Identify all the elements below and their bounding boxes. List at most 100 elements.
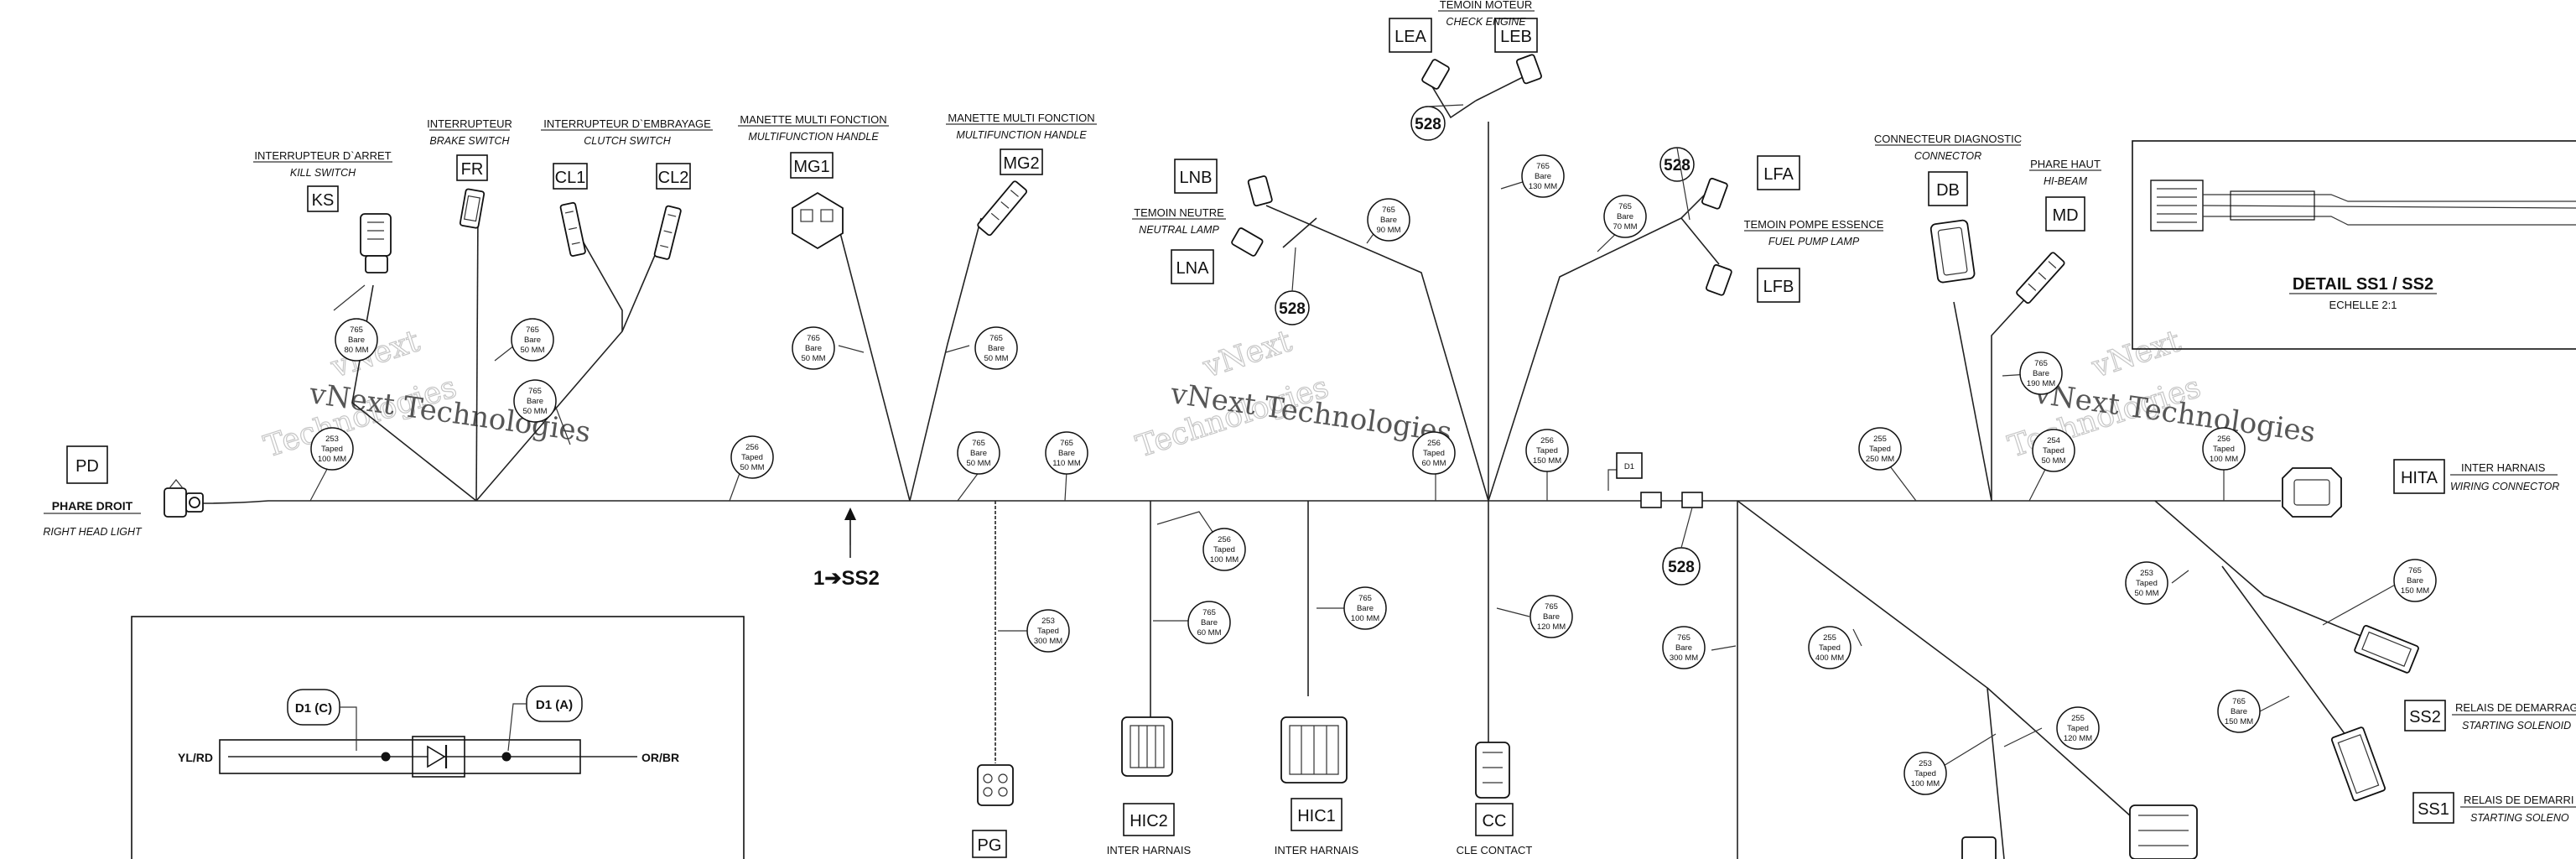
svg-text:765: 765 bbox=[528, 387, 542, 396]
callout-bubble: 256 Taped 60 MM bbox=[1412, 431, 1456, 475]
label-cl-en: CLUTCH SWITCH bbox=[584, 135, 671, 147]
svg-text:765: 765 bbox=[526, 325, 539, 335]
svg-text:255: 255 bbox=[1823, 633, 1836, 643]
label-temoin-moteur-fr: TEMOIN MOTEUR bbox=[1440, 0, 1533, 11]
svg-text:150 MM: 150 MM bbox=[2225, 717, 2253, 726]
label-fr-en: BRAKE SWITCH bbox=[429, 135, 510, 147]
svg-text:Bare: Bare bbox=[2407, 576, 2423, 586]
code-pd: PD bbox=[75, 457, 99, 476]
svg-text:Taped: Taped bbox=[1037, 627, 1059, 636]
svg-text:Bare: Bare bbox=[524, 336, 541, 345]
svg-text:Bare: Bare bbox=[1380, 216, 1397, 225]
code-ss1: SS1 bbox=[2418, 800, 2449, 819]
svg-text:256: 256 bbox=[1540, 436, 1554, 445]
svg-text:50 MM: 50 MM bbox=[801, 354, 825, 363]
svg-text:Taped: Taped bbox=[2043, 446, 2064, 456]
callout-bubble: 765 Bare 100 MM bbox=[1343, 586, 1387, 630]
label-mg2-en: MULTIFUNCTION HANDLE bbox=[956, 129, 1087, 141]
svg-text:130 MM: 130 MM bbox=[1529, 182, 1557, 191]
label-temoin-neutre-en: NEUTRAL LAMP bbox=[1139, 224, 1219, 236]
diode-wire-left: YL/RD bbox=[178, 751, 213, 764]
svg-text:300 MM: 300 MM bbox=[1670, 653, 1698, 663]
connector-hic1 bbox=[1280, 716, 1348, 784]
connector-md bbox=[2016, 252, 2065, 305]
label-db-en: CONNECTOR bbox=[1914, 150, 1981, 162]
label-temoin-moteur-en: CHECK ENGINE bbox=[1446, 16, 1526, 28]
svg-text:Taped: Taped bbox=[1213, 545, 1235, 554]
svg-text:253: 253 bbox=[1041, 617, 1055, 626]
label-fr-fr: INTERRUPTEUR bbox=[427, 117, 512, 130]
code-mg2: MG2 bbox=[1003, 154, 1039, 173]
callout-bubble: 255 Taped 400 MM bbox=[1808, 626, 1852, 669]
callout-bubble: 765 Bare 50 MM bbox=[957, 431, 1000, 475]
svg-text:765: 765 bbox=[350, 325, 363, 335]
svg-text:80 MM: 80 MM bbox=[344, 346, 368, 355]
svg-text:Taped: Taped bbox=[2136, 579, 2158, 588]
callout-bubble: 765 Bare 120 MM bbox=[1530, 595, 1573, 638]
connector-lna bbox=[1231, 227, 1264, 257]
svg-text:253: 253 bbox=[1919, 759, 1932, 768]
connector-leb bbox=[1515, 54, 1542, 85]
connector-lfb bbox=[1706, 263, 1732, 296]
svg-text:250 MM: 250 MM bbox=[1866, 455, 1894, 464]
callout-bubble: 255 Taped 120 MM bbox=[2056, 706, 2100, 750]
svg-text:765: 765 bbox=[2034, 359, 2048, 368]
svg-text:256: 256 bbox=[1218, 535, 1231, 544]
svg-text:253: 253 bbox=[325, 435, 339, 444]
callout-bubble: 765 Bare 130 MM bbox=[1521, 154, 1565, 198]
connector-ks bbox=[360, 213, 392, 273]
callout-bubble: 765 Bare 60 MM bbox=[1187, 601, 1231, 644]
svg-text:254: 254 bbox=[2047, 436, 2060, 445]
svg-text:Bare: Bare bbox=[1535, 172, 1551, 181]
callout-bubble: 254 Taped 50 MM bbox=[2032, 429, 2075, 472]
label-md-en: HI-BEAM bbox=[2044, 175, 2088, 187]
svg-text:256: 256 bbox=[745, 443, 759, 452]
label-db-fr: CONNECTEUR DIAGNOSTIC bbox=[1874, 133, 2022, 145]
detail-title: DETAIL SS1 / SS2 bbox=[2293, 275, 2433, 294]
svg-text:Taped: Taped bbox=[1536, 446, 1558, 456]
label-pd-fr: PHARE DROIT bbox=[52, 499, 133, 513]
callout-bubble: 765 Bare 50 MM bbox=[792, 326, 835, 370]
svg-text:Bare: Bare bbox=[970, 449, 987, 458]
connector-cl1 bbox=[559, 201, 586, 257]
callout-bubble: 256 Taped 100 MM bbox=[1202, 528, 1246, 571]
label-hic2-fr: INTER HARNAIS bbox=[1107, 844, 1192, 856]
connector-ss1 bbox=[2330, 726, 2386, 802]
svg-text:765: 765 bbox=[1618, 202, 1632, 211]
connector-db bbox=[1929, 219, 1976, 284]
callout-bubble: 765 Bare 50 MM bbox=[513, 379, 557, 423]
svg-text:50 MM: 50 MM bbox=[2134, 589, 2158, 598]
code-lfb: LFB bbox=[1763, 278, 1794, 296]
svg-text:765: 765 bbox=[1202, 608, 1216, 617]
callout-bubble: 253 Taped 100 MM bbox=[1903, 752, 1947, 795]
svg-text:765: 765 bbox=[1358, 594, 1372, 603]
connector-pd bbox=[164, 479, 204, 518]
svg-text:Bare: Bare bbox=[1543, 612, 1560, 622]
connector-pg bbox=[977, 764, 1014, 806]
svg-text:100 MM: 100 MM bbox=[318, 455, 346, 464]
svg-text:Bare: Bare bbox=[1675, 643, 1692, 653]
svg-text:Taped: Taped bbox=[741, 453, 763, 462]
svg-text:765: 765 bbox=[2408, 566, 2422, 575]
code-boxes: PD KS FR CL1 CL2 MG1 MG2 LEA LEB LNB LNA… bbox=[66, 18, 2454, 858]
code-hic1: HIC1 bbox=[1297, 807, 1336, 825]
connector-bottom-partial bbox=[2129, 804, 2198, 859]
connectors bbox=[164, 54, 2419, 859]
svg-text:255: 255 bbox=[2071, 714, 2085, 723]
code-pg: PG bbox=[978, 836, 1002, 855]
svg-text:300 MM: 300 MM bbox=[1034, 637, 1062, 646]
label-ss2-en: STARTING SOLENOID bbox=[2462, 720, 2571, 731]
callout-bubble: 765 Bare 70 MM bbox=[1603, 195, 1647, 238]
callout-bubble: 765 Bare 150 MM bbox=[2217, 690, 2261, 733]
label-hita-fr: INTER HARNAIS bbox=[2461, 461, 2546, 474]
svg-text:100 MM: 100 MM bbox=[1911, 779, 1940, 789]
svg-text:Taped: Taped bbox=[2213, 445, 2235, 454]
svg-text:50 MM: 50 MM bbox=[740, 463, 764, 472]
label-ks-fr: INTERRUPTEUR D`ARRET bbox=[254, 149, 391, 162]
label-pompe-fr: TEMOIN POMPE ESSENCE bbox=[1744, 218, 1884, 231]
svg-text:528: 528 bbox=[1668, 559, 1695, 576]
label-mg2-fr: MANETTE MULTI FONCTION bbox=[948, 112, 1094, 124]
svg-text:Bare: Bare bbox=[1357, 604, 1374, 613]
svg-text:Bare: Bare bbox=[1201, 618, 1218, 627]
